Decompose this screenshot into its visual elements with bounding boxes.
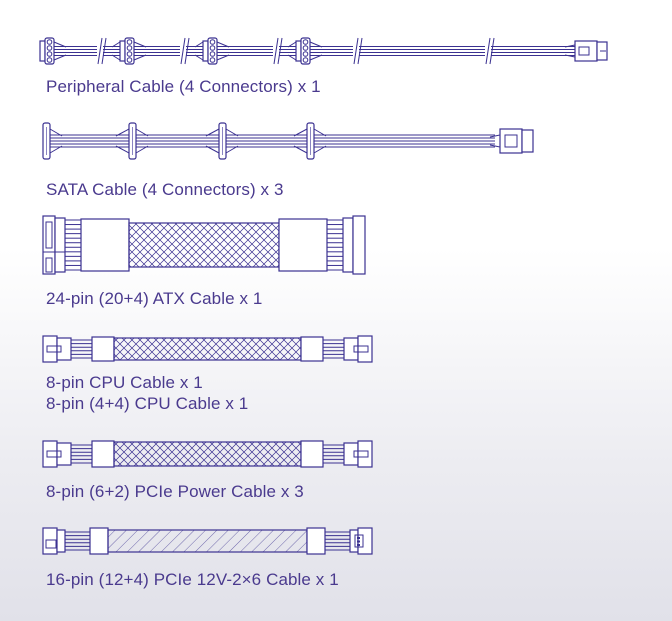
cpu-8pin-cable-label: 8-pin CPU Cable x 1 (46, 373, 203, 392)
sata-cable-label: SATA Cable (4 Connectors) x 3 (46, 180, 284, 199)
molex-connector (300, 37, 311, 65)
right-connector (357, 527, 373, 555)
heat-shrink-boot (300, 440, 324, 468)
right-connector (357, 335, 373, 363)
heat-shrink-boot (278, 218, 328, 272)
heat-shrink-boot (306, 527, 326, 555)
cpu-4plus4-cable-label: 8-pin (4+4) CPU Cable x 1 (46, 394, 249, 413)
right-connector (357, 440, 373, 468)
braided-sleeve (107, 529, 308, 553)
pcie-8pin-cable-label: 8-pin (6+2) PCIe Power Cable x 3 (46, 482, 304, 501)
heat-shrink-boot (89, 527, 109, 555)
molex-connector (207, 37, 218, 65)
peripheral-cable-label: Peripheral Cable (4 Connectors) x 1 (46, 77, 321, 96)
heat-shrink-boot (80, 218, 130, 272)
right-connector (352, 215, 366, 275)
molex-connector (124, 37, 135, 65)
molex-connector (44, 37, 55, 65)
heat-shrink-boot (300, 336, 324, 362)
atx-24pin-cable-label: 24-pin (20+4) ATX Cable x 1 (46, 289, 263, 308)
pcie-16pin-cable-label: 16-pin (12+4) PCIe 12V-2×6 Cable x 1 (46, 570, 339, 589)
left-connector (42, 527, 58, 555)
